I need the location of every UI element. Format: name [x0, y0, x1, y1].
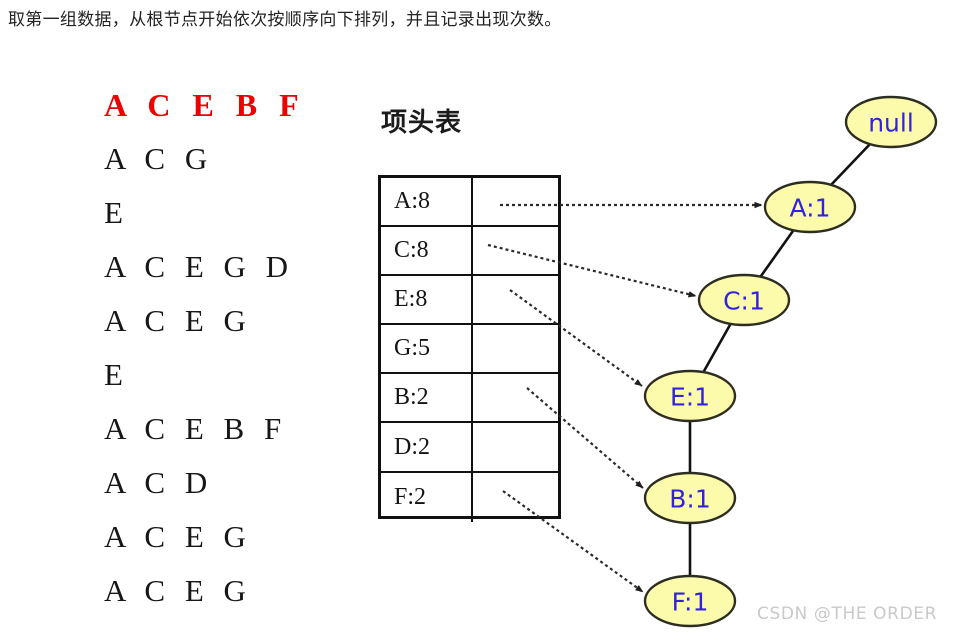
transaction-row: A C E B F — [104, 411, 288, 446]
tree-node: B:1 — [643, 471, 737, 525]
header-table-item-label: D:2 — [381, 423, 473, 471]
transaction-row: A C D — [104, 465, 214, 500]
tree-node: F:1 — [643, 574, 737, 628]
transaction-list: A C E B F A C G E A C E G D A C E G E A C E B … — [104, 78, 354, 618]
header-table-item-label: A:8 — [381, 178, 473, 226]
header-table-row: A:8 — [381, 178, 558, 228]
tree-node-label: C:1 — [723, 287, 765, 316]
tree-edges-layer — [688, 143, 871, 576]
header-table-link-cell — [473, 178, 558, 225]
header-table-link-cell — [473, 325, 558, 372]
header-table-item-label: C:8 — [381, 227, 473, 275]
tree-edge — [759, 229, 795, 278]
tree-node-ellipse — [643, 369, 737, 423]
header-table-item-label: B:2 — [381, 374, 473, 422]
tree-node: A:1 — [763, 180, 857, 234]
header-table-row: G:5 — [381, 325, 558, 375]
header-table-row: C:8 — [381, 227, 558, 277]
header-table-item-label: G:5 — [381, 325, 473, 373]
tree-node: E:1 — [643, 369, 737, 423]
transaction-row: A C E G — [104, 303, 252, 338]
tree-node-label: B:1 — [669, 485, 710, 514]
header-table-link-cell — [473, 473, 558, 522]
header-table-row: B:2 — [381, 374, 558, 424]
header-table-link-cell — [473, 276, 558, 323]
transaction-row: A C G — [104, 141, 214, 176]
tree-node-ellipse — [763, 180, 857, 234]
transaction-row: E — [104, 357, 129, 392]
tree-node: C:1 — [697, 273, 791, 327]
transaction-row: A C E B F — [104, 87, 306, 123]
page-caption: 取第一组数据，从根节点开始依次按顺序向下排列，并且记录出现次数。 — [8, 10, 562, 29]
tree-edge — [702, 323, 732, 373]
header-table-title: 项头表 — [381, 108, 463, 138]
header-table-row: D:2 — [381, 423, 558, 473]
transaction-row: A C E G — [104, 519, 252, 554]
transaction-row: A C E G D — [104, 249, 295, 284]
transaction-row: A C E G — [104, 573, 252, 608]
header-table-row: F:2 — [381, 472, 558, 522]
tree-node: null — [844, 95, 938, 149]
header-table-item-label: F:2 — [381, 472, 473, 522]
tree-node-ellipse — [643, 471, 737, 525]
header-table-row: E:8 — [381, 276, 558, 326]
transaction-row: E — [104, 195, 129, 230]
header-table-link-cell — [473, 227, 558, 274]
tree-node-ellipse — [697, 273, 791, 327]
tree-node-ellipse — [643, 574, 737, 628]
header-table-link-cell — [473, 374, 558, 421]
header-table-link-cell — [473, 423, 558, 470]
tree-node-label: E:1 — [670, 383, 710, 412]
tree-node-label: A:1 — [790, 194, 831, 223]
tree-node-label: F:1 — [672, 588, 709, 617]
header-table-item-label: E:8 — [381, 276, 473, 324]
tree-edge — [830, 143, 871, 186]
tree-node-label: null — [868, 109, 914, 138]
watermark: CSDN @THE ORDER — [757, 604, 938, 624]
tree-node-ellipse — [844, 95, 938, 149]
